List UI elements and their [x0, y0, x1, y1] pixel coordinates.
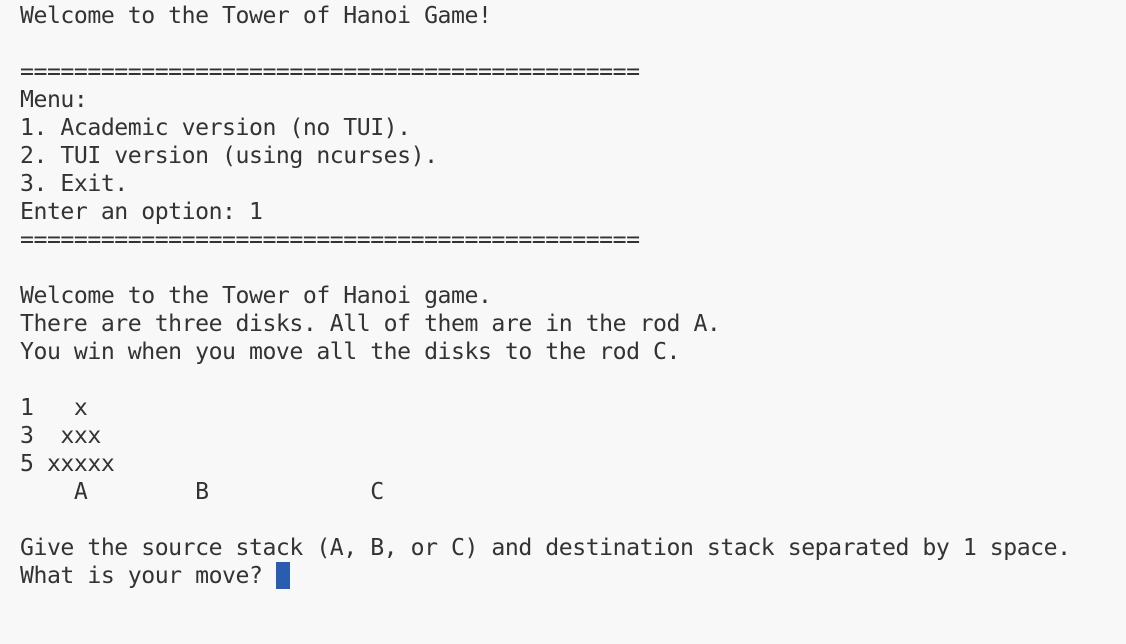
- game-welcome: Welcome to the Tower of Hanoi game.: [20, 283, 492, 309]
- text-cursor[interactable]: [275, 562, 290, 589]
- game-description: There are three disks. All of them are i…: [20, 311, 721, 337]
- move-instructions: Give the source stack (A, B, or C) and d…: [20, 535, 1071, 561]
- menu-option-tui: 2. TUI version (using ncurses).: [20, 143, 438, 169]
- menu-separator: ========================================…: [20, 227, 640, 253]
- welcome-banner: Welcome to the Tower of Hanoi Game!: [20, 3, 492, 29]
- move-prompt-line[interactable]: What is your move?: [20, 562, 1071, 590]
- tower-row: 1 x: [20, 395, 88, 421]
- menu-title: Menu:: [20, 87, 88, 113]
- game-win-condition: You win when you move all the disks to t…: [20, 339, 680, 365]
- tower-row: 5 xxxxx: [20, 451, 115, 477]
- terminal-output[interactable]: Welcome to the Tower of Hanoi Game! =====…: [20, 2, 1071, 590]
- blank-line: [20, 506, 1071, 534]
- option-prompt: Enter an option: 1: [20, 199, 263, 225]
- tower-row: 3 xxx: [20, 423, 101, 449]
- menu-option-academic: 1. Academic version (no TUI).: [20, 115, 411, 141]
- menu-separator: ========================================…: [20, 59, 640, 85]
- blank-line: [20, 254, 1071, 282]
- rod-labels: A B C: [20, 479, 384, 505]
- blank-line: [20, 30, 1071, 58]
- move-prompt: What is your move?: [20, 563, 276, 589]
- menu-option-exit: 3. Exit.: [20, 171, 128, 197]
- blank-line: [20, 366, 1071, 394]
